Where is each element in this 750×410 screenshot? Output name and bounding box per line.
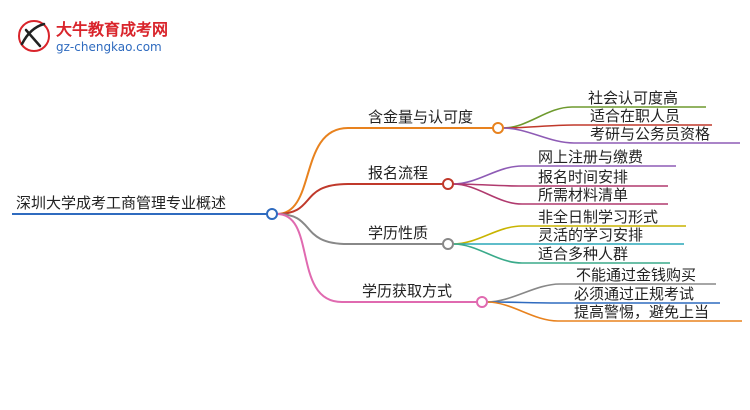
child-3-1-label: 非全日制学习形式 <box>538 208 658 226</box>
edge-branch-2-child-3 <box>452 183 523 205</box>
branch-4-label: 学历获取方式 <box>362 282 452 300</box>
child-1-3-label: 考研与公务员资格 <box>590 125 710 143</box>
edge-root-branch-2 <box>276 183 349 215</box>
branch-3-circle <box>442 238 454 250</box>
child-4-3-label: 提高警惕，避免上当 <box>574 303 709 321</box>
edge-branch-2-child-1 <box>452 165 523 185</box>
child-2-3-label: 所需材料清单 <box>538 186 628 204</box>
edge-root-branch-4 <box>276 213 343 303</box>
branch-2-label: 报名流程 <box>368 164 428 182</box>
branch-1-label: 含金量与认可度 <box>368 108 473 126</box>
logo-url: gz-chengkao.com <box>56 40 162 54</box>
edges <box>12 106 742 322</box>
edge-branch-4-child-3 <box>486 301 559 322</box>
child-1-1-label: 社会认可度高 <box>588 89 678 107</box>
child-2-1-label: 网上注册与缴费 <box>538 148 643 166</box>
child-4-1-label: 不能通过金钱购买 <box>576 266 696 284</box>
edge-branch-4-child-1 <box>486 283 561 303</box>
logo: 大牛教育成考网 gz-chengkao.com <box>18 20 168 54</box>
branch-4-circle <box>476 296 488 308</box>
edge-branch-3-child-1 <box>452 225 523 245</box>
edge-branch-3-child-3 <box>452 243 523 264</box>
child-2-2-label: 报名时间安排 <box>538 168 628 186</box>
logo-mark-icon <box>18 20 50 52</box>
child-3-2-label: 灵活的学习安排 <box>538 226 643 244</box>
edge-root-branch-3 <box>276 213 349 245</box>
branch-2-circle <box>442 178 454 190</box>
edge-root-branch-1 <box>276 127 349 215</box>
child-3-3-label: 适合多种人群 <box>538 245 628 263</box>
branch-3-label: 学历性质 <box>368 224 428 242</box>
branch-1-circle <box>492 122 504 134</box>
root-node-circle <box>266 208 278 220</box>
root-node-label: 深圳大学成考工商管理专业概述 <box>16 194 226 212</box>
logo-title: 大牛教育成考网 <box>56 20 168 39</box>
edge-branch-1-child-3 <box>502 127 575 144</box>
nodes: 深圳大学成考工商管理专业概述 含金量与认可度 社会认可度高适合在职人员考研与公务员资… <box>16 89 710 321</box>
child-1-2-label: 适合在职人员 <box>590 107 680 125</box>
child-4-2-label: 必须通过正规考试 <box>574 285 694 303</box>
